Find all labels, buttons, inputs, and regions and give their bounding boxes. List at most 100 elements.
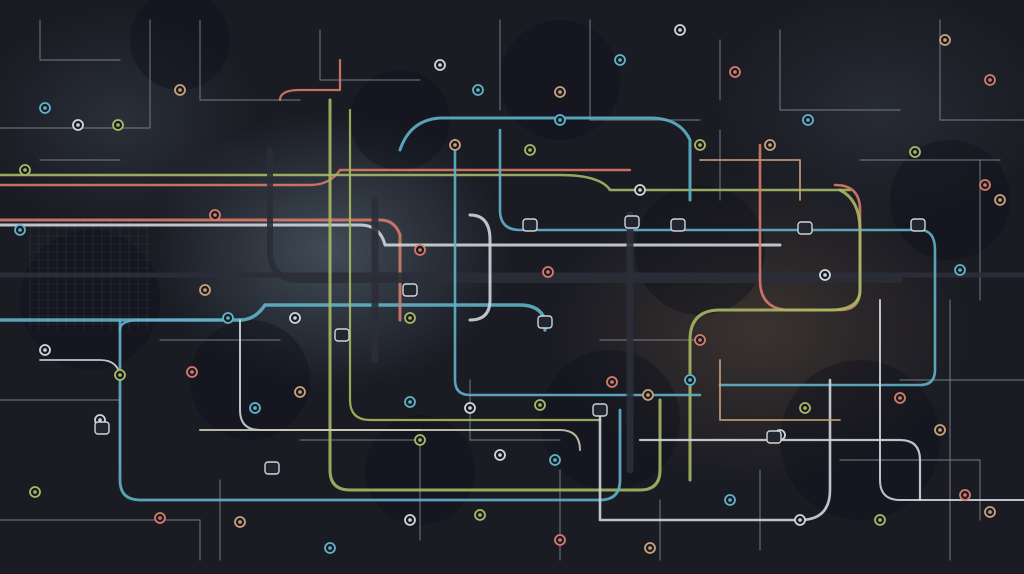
station-node-dot — [43, 106, 47, 110]
station-node-dot — [648, 546, 652, 550]
station-node-dot — [798, 518, 802, 522]
transit-line — [118, 318, 622, 502]
station-node-dot — [878, 518, 882, 522]
main-transit-lines — [0, 58, 1024, 522]
station-node-dot — [18, 228, 22, 232]
transit-line — [348, 108, 602, 422]
station-node-dot — [468, 406, 472, 410]
transit-line — [398, 116, 692, 202]
station-node-dot — [553, 458, 557, 462]
station-node-dot — [958, 268, 962, 272]
station-node-dot — [76, 123, 80, 127]
transit-line — [0, 218, 402, 322]
interchange-station — [94, 421, 110, 435]
station-node-dot — [913, 150, 917, 154]
station-node-dot — [768, 143, 772, 147]
interchange-station — [624, 215, 640, 229]
station-node-dot — [418, 438, 422, 442]
thin-connector — [469, 379, 561, 441]
interchange-station — [537, 315, 553, 329]
station-node-dot — [418, 248, 422, 252]
interchange-station — [592, 403, 608, 417]
station-node-dot — [823, 273, 827, 277]
shadow-blob — [635, 185, 765, 315]
station-node-dot — [678, 28, 682, 32]
background-grid — [29, 219, 150, 330]
transit-line — [199, 429, 581, 451]
station-node-dot — [618, 58, 622, 62]
station-node-dot — [453, 143, 457, 147]
station-node-dot — [688, 378, 692, 382]
station-node-dot — [998, 198, 1002, 202]
station-node-dot — [213, 213, 217, 217]
shadow-blob — [130, 0, 230, 90]
station-node-dot — [328, 546, 332, 550]
station-node-dot — [293, 316, 297, 320]
station-node-dot — [546, 270, 550, 274]
shadow-blob — [540, 350, 680, 490]
interchange-station — [910, 218, 926, 232]
station-node-dot — [178, 88, 182, 92]
station-node-dot — [646, 393, 650, 397]
shadow-blob — [190, 320, 310, 440]
transit-line — [688, 188, 862, 482]
transit-line — [699, 159, 801, 201]
station-node-dot — [558, 90, 562, 94]
station-node-dot — [983, 183, 987, 187]
station-node-dot — [478, 513, 482, 517]
thin-connector — [779, 29, 901, 111]
station-node-dot — [528, 148, 532, 152]
station-node-dot — [558, 118, 562, 122]
shadow-blob — [890, 140, 1010, 260]
station-node-dot — [988, 78, 992, 82]
station-node-dot — [638, 188, 642, 192]
station-node-dot — [118, 373, 122, 377]
interchange-station — [264, 461, 280, 475]
station-node-dot — [438, 63, 442, 67]
station-node-dot — [728, 498, 732, 502]
transit-line — [453, 138, 702, 397]
station-node-dot — [733, 70, 737, 74]
station-node-dot — [806, 118, 810, 122]
transit-line — [0, 303, 547, 332]
station-node-dot — [558, 538, 562, 542]
station-node-dot — [408, 518, 412, 522]
station-node-dot — [943, 38, 947, 42]
station-node-dot — [988, 510, 992, 514]
station-node-dot — [476, 88, 480, 92]
station-node-dot — [43, 348, 47, 352]
thin-connector — [199, 19, 301, 101]
transit-line — [638, 438, 922, 502]
station-node-dot — [538, 403, 542, 407]
station-node-dot — [116, 123, 120, 127]
thin-connector — [319, 29, 421, 81]
station-node-dot — [238, 520, 242, 524]
interchange-station — [797, 221, 813, 235]
station-node-dot — [803, 406, 807, 410]
thin-connector — [39, 19, 121, 61]
station-node-dot — [98, 418, 102, 422]
station-node-dot — [298, 390, 302, 394]
transit-line — [498, 128, 937, 387]
station-node-dot — [226, 316, 230, 320]
transit-line — [328, 98, 662, 492]
transit-line — [278, 58, 342, 102]
station-node-dot — [23, 168, 27, 172]
transit-line — [0, 168, 632, 187]
thin-connector — [939, 19, 1024, 121]
station-node-dot — [408, 400, 412, 404]
station-node-dot — [498, 453, 502, 457]
station-node-dot — [610, 380, 614, 384]
station-node-dot — [253, 406, 257, 410]
interchange-station — [522, 218, 538, 232]
shadow-blob — [350, 70, 450, 170]
station-node-dot — [698, 338, 702, 342]
background-blobs — [20, 0, 1010, 525]
transit-line — [719, 359, 841, 421]
station-node-dot — [158, 516, 162, 520]
station-node-dot — [33, 490, 37, 494]
station-nodes — [14, 24, 1006, 554]
interchange-station — [334, 328, 350, 342]
